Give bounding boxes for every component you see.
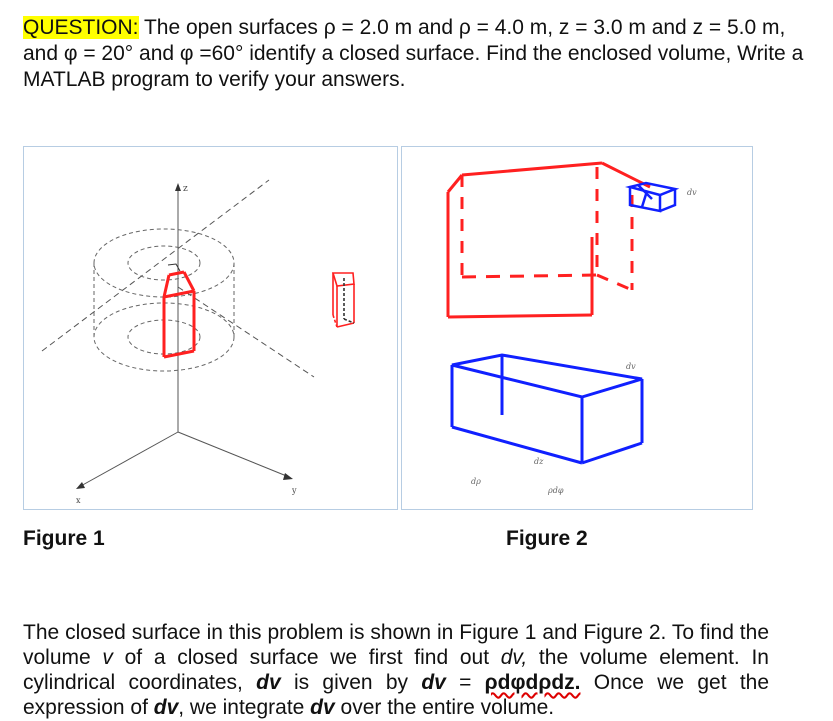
y-axis xyxy=(177,431,290,478)
question-text: The open surfaces ρ = 2.0 m and ρ = 4.0 … xyxy=(23,16,804,91)
explanation-paragraph: The closed surface in this problem is sh… xyxy=(23,620,769,720)
rhodphi-label: ρdφ xyxy=(547,486,564,495)
figure-1-caption: Figure 1 xyxy=(23,527,105,550)
z-axis-arrow xyxy=(175,183,181,191)
dv-term: dv xyxy=(421,671,446,694)
z-axis-label: z xyxy=(183,184,188,194)
diagonal-dashed-line xyxy=(41,179,270,352)
dv-term: dv xyxy=(310,696,335,719)
volume-symbol: v xyxy=(102,646,113,669)
inner-top-ellipse xyxy=(127,245,201,281)
body-part: is given by xyxy=(280,671,422,694)
body-part: over the entire volume. xyxy=(334,696,555,719)
outer-top-ellipse xyxy=(93,228,235,298)
diagonal-dashed-line-2 xyxy=(177,286,315,378)
x-axis-arrow xyxy=(76,482,85,489)
question-paragraph: QUESTION: The open surfaces ρ = 2.0 m an… xyxy=(23,15,813,93)
red-box xyxy=(446,161,651,319)
figure-2-drawing: dv dv dz dρ ρdφ xyxy=(446,161,697,495)
body-part: Once we get the expression of xyxy=(23,671,770,719)
dv-term: dv xyxy=(256,671,281,694)
dv-term: dv xyxy=(153,696,179,719)
x-axis-label: x xyxy=(76,496,81,505)
angle-marker xyxy=(167,263,181,272)
y-axis-arrow xyxy=(283,473,293,480)
body-part: the volume element. In cylindrical coord… xyxy=(23,646,769,694)
dv-mid-label: dv xyxy=(626,362,636,371)
figure-1-drawing: z x y xyxy=(41,179,355,505)
dz-label: dz xyxy=(534,457,544,466)
wedge-detail xyxy=(331,272,355,328)
drho-label: dρ xyxy=(471,477,481,486)
body-part: = xyxy=(445,671,485,694)
body-part: of a closed surface we first find out xyxy=(112,646,501,669)
dv-top-label: dv xyxy=(687,188,697,197)
blue-box xyxy=(450,353,644,465)
wedge-solid xyxy=(162,270,196,359)
figure-2: dv dv dz dρ ρdφ xyxy=(401,146,753,510)
x-axis xyxy=(78,431,179,488)
volume-element-expression: ρdφdρdz. xyxy=(484,671,581,694)
figure-2-caption: Figure 2 xyxy=(506,527,588,550)
body-part: The closed surface in this problem is sh… xyxy=(23,621,769,669)
dv-term: dv, xyxy=(500,646,528,669)
small-blue-cube xyxy=(625,181,680,213)
figure-1: z x y xyxy=(23,146,398,510)
y-axis-label: y xyxy=(291,486,297,495)
body-part: , we integrate xyxy=(178,696,311,719)
question-label: QUESTION: xyxy=(23,16,139,39)
